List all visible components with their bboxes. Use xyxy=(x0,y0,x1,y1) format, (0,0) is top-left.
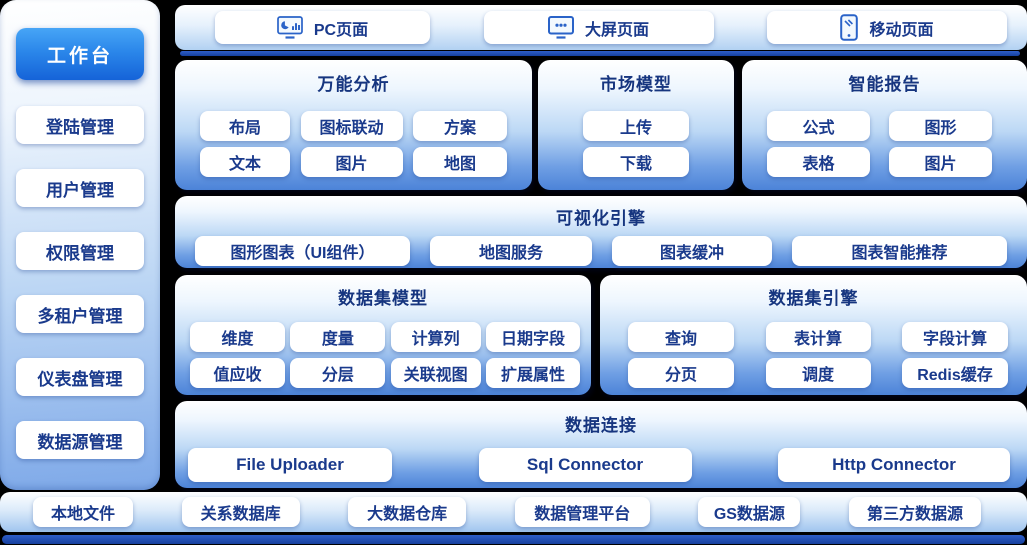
button-row: 查询 表计算 字段计算 xyxy=(600,322,1027,352)
panel-title: 数据集引擎 xyxy=(768,289,859,308)
panel-smart-report: 智能报告 公式 图形 表格 图片 xyxy=(742,60,1027,190)
chip-graph[interactable]: 图形 xyxy=(889,111,992,141)
chip-upload[interactable]: 上传 xyxy=(583,111,689,141)
panel-universal-analysis: 万能分析 布局 图标联动 方案 文本 图片 地图 xyxy=(175,60,532,190)
sidebar-item-datasource-mgmt[interactable]: 数据源管理 xyxy=(16,421,144,459)
monitor-dots-icon xyxy=(547,16,574,39)
chip-formula[interactable]: 公式 xyxy=(767,111,870,141)
mobile-phone-icon xyxy=(840,14,859,41)
chip-download[interactable]: 下载 xyxy=(583,147,689,177)
button-row: 图形图表（UI组件） 地图服务 图表缓冲 图表智能推荐 xyxy=(175,236,1027,266)
monitor-chart-icon xyxy=(277,16,303,39)
sidebar-item-dashboard-mgmt[interactable]: 仪表盘管理 xyxy=(16,358,144,396)
chip-table-calc[interactable]: 表计算 xyxy=(765,322,871,352)
chip-local-file[interactable]: 本地文件 xyxy=(33,497,133,527)
sidebar: 工作台 登陆管理 用户管理 权限管理 多租户管理 仪表盘管理 数据源管理 xyxy=(0,0,160,490)
chip-image[interactable]: 图片 xyxy=(300,147,403,177)
panel-market-model: 市场模型 上传 下载 xyxy=(538,60,734,190)
chip-query[interactable]: 查询 xyxy=(628,322,734,352)
chip-measure[interactable]: 度量 xyxy=(290,322,386,352)
panel-title: 数据连接 xyxy=(565,416,637,435)
chip-pagination[interactable]: 分页 xyxy=(628,358,734,388)
button-row: 维度 度量 计算列 日期字段 xyxy=(175,322,591,352)
chip-schedule[interactable]: 调度 xyxy=(765,358,871,388)
topbar-item-bigscreen-page[interactable]: 大屏页面 xyxy=(483,11,714,44)
chip-map[interactable]: 地图 xyxy=(413,147,507,177)
chip-redis-cache[interactable]: Redis缓存 xyxy=(902,358,1008,388)
panel-title: 市场模型 xyxy=(600,75,672,94)
chip-ui-charts[interactable]: 图形图表（UI组件） xyxy=(195,236,410,266)
topbar-edge-strip xyxy=(180,51,1020,56)
sidebar-item-login-mgmt[interactable]: 登陆管理 xyxy=(16,106,144,144)
chip-chart-linkage[interactable]: 图标联动 xyxy=(300,111,403,141)
chip-field-calc[interactable]: 字段计算 xyxy=(902,322,1008,352)
button-row: 公式 图形 xyxy=(742,111,1027,141)
topbar: PC页面 大屏页面 xyxy=(175,5,1027,50)
topbar-item-mobile-page[interactable]: 移动页面 xyxy=(767,11,1007,44)
chip-data-mgmt-platform[interactable]: 数据管理平台 xyxy=(514,497,650,527)
chip-table[interactable]: 表格 xyxy=(767,147,870,177)
topbar-item-label: 移动页面 xyxy=(869,21,934,39)
chip-map-service[interactable]: 地图服务 xyxy=(430,236,592,266)
chip-extended-attr[interactable]: 扩展属性 xyxy=(485,358,580,388)
chip-linked-view[interactable]: 关联视图 xyxy=(390,358,481,388)
chip-layout[interactable]: 布局 xyxy=(200,111,290,141)
chip-value-receive[interactable]: 值应收 xyxy=(190,358,285,388)
chip-file-uploader[interactable]: File Uploader xyxy=(188,448,392,482)
button-row: 文本 图片 地图 xyxy=(175,147,532,177)
topbar-item-label: 大屏页面 xyxy=(584,21,649,39)
panel-title: 数据集模型 xyxy=(338,289,428,308)
datasource-bar: 本地文件 关系数据库 大数据仓库 数据管理平台 GS数据源 第三方数据源 xyxy=(0,492,1027,532)
panel-dataset-model: 数据集模型 维度 度量 计算列 日期字段 值应收 分层 关联视图 扩展属性 xyxy=(175,275,591,395)
panel-dataset-engine: 数据集引擎 查询 表计算 字段计算 分页 调度 Redis缓存 xyxy=(600,275,1027,395)
button-row: File Uploader Sql Connector Http Connect… xyxy=(175,448,1027,482)
topbar-item-pc-page[interactable]: PC页面 xyxy=(215,11,430,44)
panel-title: 可视化引擎 xyxy=(556,209,646,228)
chip-plan[interactable]: 方案 xyxy=(413,111,507,141)
chip-dimension[interactable]: 维度 xyxy=(190,322,285,352)
button-row: 表格 图片 xyxy=(742,147,1027,177)
chip-chart-buffer[interactable]: 图表缓冲 xyxy=(612,236,772,266)
sidebar-item-workbench[interactable]: 工作台 xyxy=(16,28,144,80)
chip-hierarchy[interactable]: 分层 xyxy=(290,358,386,388)
chip-chart-recommend[interactable]: 图表智能推荐 xyxy=(792,236,1007,266)
chip-date-field[interactable]: 日期字段 xyxy=(485,322,580,352)
panel-title: 智能报告 xyxy=(848,75,921,94)
button-row: 下载 xyxy=(538,147,734,177)
chip-calc-column[interactable]: 计算列 xyxy=(390,322,481,352)
chip-http-connector[interactable]: Http Connector xyxy=(778,448,1010,482)
topbar-item-label: PC页面 xyxy=(313,21,369,39)
chip-big-data-warehouse[interactable]: 大数据仓库 xyxy=(348,497,467,527)
sidebar-item-tenant-mgmt[interactable]: 多租户管理 xyxy=(16,295,144,333)
button-row: 上传 xyxy=(538,111,734,141)
button-row: 值应收 分层 关联视图 扩展属性 xyxy=(175,358,591,388)
chip-relational-db[interactable]: 关系数据库 xyxy=(181,497,300,527)
bottom-edge-strip xyxy=(2,535,1025,544)
chip-gs-datasource[interactable]: GS数据源 xyxy=(698,497,801,527)
button-row: 分页 调度 Redis缓存 xyxy=(600,358,1027,388)
sidebar-item-permission-mgmt[interactable]: 权限管理 xyxy=(16,232,144,270)
panel-data-connect: 数据连接 File Uploader Sql Connector Http Co… xyxy=(175,401,1027,488)
chip-sql-connector[interactable]: Sql Connector xyxy=(478,448,692,482)
chip-text[interactable]: 文本 xyxy=(200,147,290,177)
button-row: 布局 图标联动 方案 xyxy=(175,111,532,141)
panel-visual-engine: 可视化引擎 图形图表（UI组件） 地图服务 图表缓冲 图表智能推荐 xyxy=(175,196,1027,268)
sidebar-item-user-mgmt[interactable]: 用户管理 xyxy=(16,169,144,207)
chip-third-party-datasource[interactable]: 第三方数据源 xyxy=(848,497,981,527)
chip-picture[interactable]: 图片 xyxy=(889,147,992,177)
panel-title: 万能分析 xyxy=(317,75,390,94)
